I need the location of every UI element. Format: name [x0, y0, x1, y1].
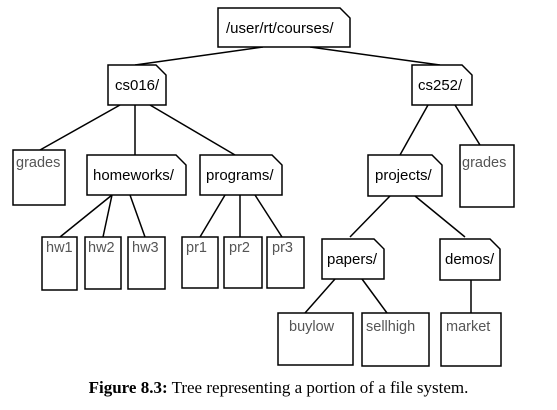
file-hw1: hw1 [41, 236, 78, 291]
file-grades-cs252-label: grades [462, 155, 506, 171]
file-pr1: pr1 [181, 236, 219, 289]
file-hw3-label: hw3 [132, 240, 159, 256]
edge-programs-pr3 [254, 194, 283, 238]
file-system-tree: /user/rt/courses/ cs016/ cs252/ homework… [12, 7, 515, 367]
folder-root-label: /user/rt/courses/ [226, 20, 334, 37]
edge-root-cs252 [309, 46, 441, 66]
edge-projects-demos [414, 195, 466, 238]
folder-programs: programs/ [199, 154, 283, 196]
edge-cs252-grades [454, 104, 481, 146]
folder-programs-label: programs/ [206, 167, 274, 184]
edge-homeworks-hw2 [102, 194, 113, 238]
file-buylow: buylow [277, 312, 354, 366]
edge-homeworks-hw3 [129, 194, 146, 238]
edge-papers-sellhigh [361, 278, 388, 314]
edge-cs252-projects [399, 104, 429, 156]
file-grades-cs016: grades [12, 149, 66, 206]
file-grades-cs016-label: grades [16, 155, 60, 171]
file-hw3: hw3 [127, 236, 166, 290]
folder-cs016-label: cs016/ [115, 77, 160, 94]
edge-homeworks-hw1 [59, 194, 113, 238]
figure-caption-text: Tree representing a portion of a file sy… [167, 378, 469, 397]
file-pr2-label: pr2 [229, 240, 250, 256]
folder-cs252-label: cs252/ [418, 77, 463, 94]
folder-demos: demos/ [439, 238, 501, 281]
file-pr2: pr2 [223, 236, 263, 289]
folder-papers-label: papers/ [327, 251, 378, 268]
tree-edges [39, 46, 481, 314]
folder-projects-label: projects/ [375, 167, 433, 184]
file-hw2: hw2 [84, 236, 122, 290]
folder-homeworks-label: homeworks/ [93, 167, 175, 184]
folder-cs252: cs252/ [411, 64, 473, 106]
edge-cs016-programs [149, 104, 236, 156]
edge-projects-papers [349, 195, 391, 238]
file-sellhigh: sellhigh [361, 312, 430, 367]
folder-projects: projects/ [367, 154, 443, 197]
file-grades-cs252: grades [459, 144, 515, 208]
figure-caption-label: Figure 8.3: [88, 378, 168, 397]
figure-caption: Figure 8.3: Tree representing a portion … [0, 378, 557, 398]
folder-papers: papers/ [321, 238, 385, 280]
file-market-label: market [446, 319, 490, 335]
folder-demos-label: demos/ [445, 251, 495, 268]
edge-papers-buylow [304, 278, 336, 314]
folder-homeworks: homeworks/ [86, 154, 187, 196]
file-market: market [440, 312, 502, 367]
folder-cs016: cs016/ [107, 64, 167, 106]
file-buylow-label: buylow [289, 319, 335, 335]
file-hw1-label: hw1 [46, 240, 73, 256]
file-pr3: pr3 [266, 236, 305, 289]
edge-cs016-grades [39, 104, 121, 151]
file-pr3-label: pr3 [272, 240, 293, 256]
file-pr1-label: pr1 [186, 240, 207, 256]
edge-root-cs016 [134, 46, 264, 66]
edge-programs-pr1 [199, 194, 226, 238]
file-sellhigh-label: sellhigh [366, 319, 415, 335]
file-hw2-label: hw2 [88, 240, 115, 256]
folder-root: /user/rt/courses/ [217, 7, 351, 48]
